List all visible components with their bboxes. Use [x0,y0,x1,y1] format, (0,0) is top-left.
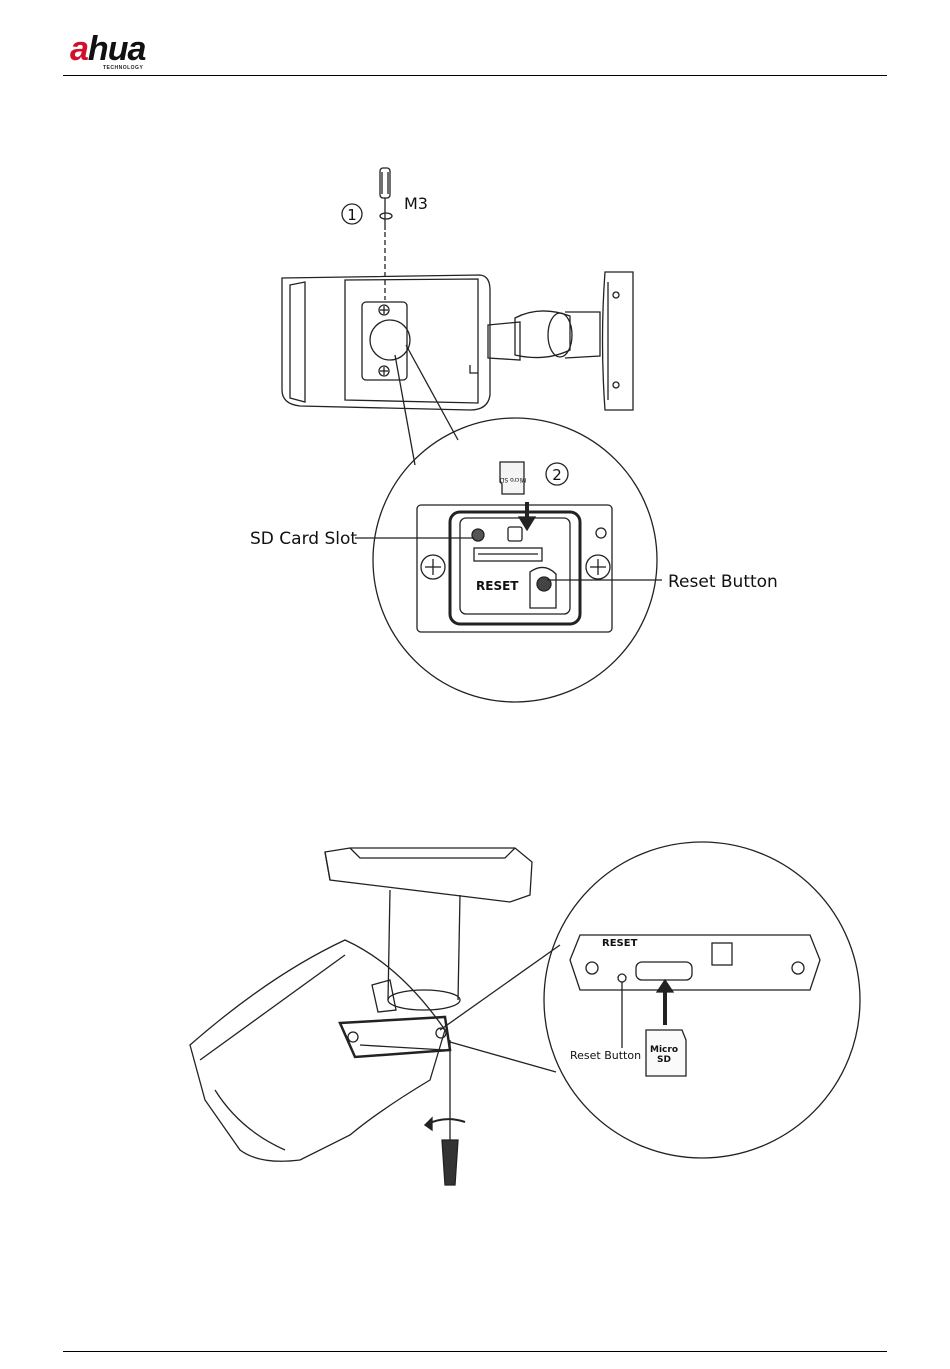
magnifier-circle-1 [373,418,657,702]
reset-button-label: Reset Button [570,1049,641,1062]
figure-1-sd-card-install: 1 2 M3 Micro SD SD Card Slot RESET Reset… [0,0,950,760]
micro-sd-card-icon [646,1030,686,1076]
card-label-upside-down: Micro SD [499,476,526,483]
insert-arrow-icon [657,980,673,1025]
card-label-line2: SD [657,1055,671,1065]
card-label-line1: Micro [650,1045,678,1055]
mount-base [325,848,532,902]
screwdriver-icon [360,1040,465,1185]
reset-button-label: Reset Button [668,572,778,592]
magnifier-circle-2 [544,842,860,1158]
reset-engraving: RESET [602,938,638,949]
footer-rule [63,1351,887,1352]
camera-housing [190,940,450,1161]
sd-compartment-panel [417,505,612,632]
camera-bracket [488,272,633,410]
step-2-number: 2 [552,466,562,484]
camera-body [282,275,490,410]
insert-arrow-icon [519,502,535,530]
sd-compartment-panel [570,935,820,990]
screw-size-label: M3 [404,194,428,213]
reset-engraving: RESET [476,579,519,593]
sd-card-slot-label: SD Card Slot [250,529,357,549]
step-1-number: 1 [347,206,357,224]
mount-pole [372,890,460,1012]
